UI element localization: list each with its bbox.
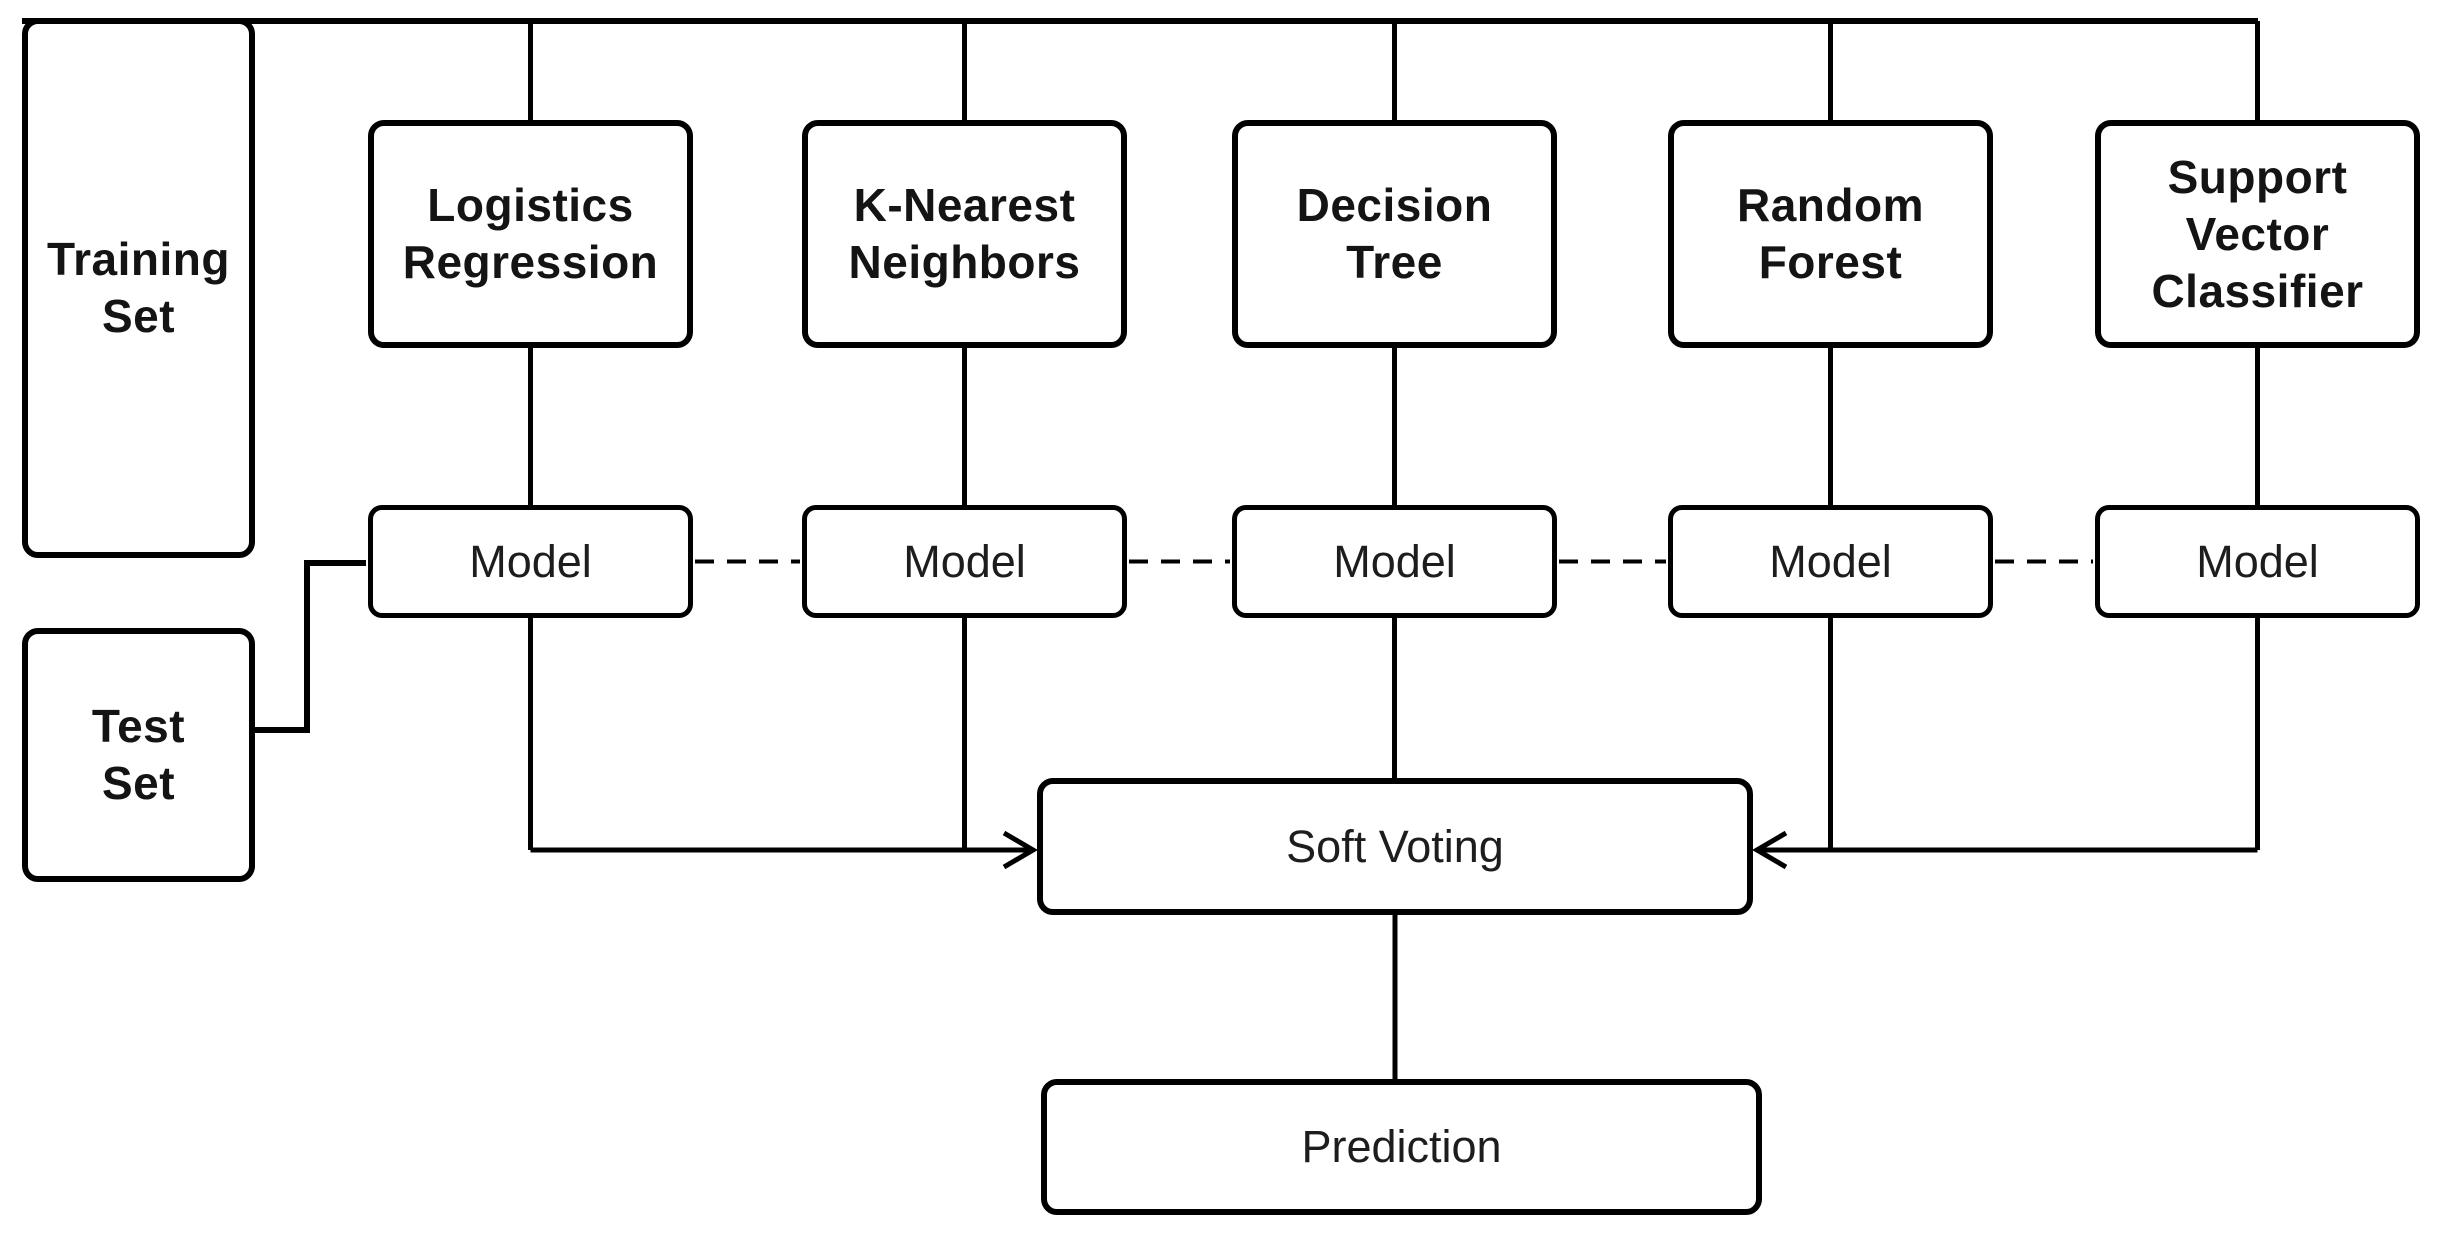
node-classifier-random-forest: Random Forest <box>1668 120 1993 348</box>
node-soft-voting: Soft Voting <box>1037 778 1753 915</box>
soft-voting-label: Soft Voting <box>1286 820 1504 872</box>
node-classifier-decision-tree: Decision Tree <box>1232 120 1557 348</box>
node-model-3: Model <box>1232 505 1557 618</box>
classifier-label-line: K-Nearest <box>853 179 1076 231</box>
training-set-label-line1: Training <box>47 233 230 285</box>
test-set-connector <box>253 560 366 733</box>
prediction-label: Prediction <box>1301 1121 1502 1172</box>
training-set-label-line2: Set <box>101 290 176 342</box>
classifier-label-line: Forest <box>1758 236 1903 288</box>
classifier-label-line: Regression <box>402 236 659 288</box>
model-label: Model <box>903 535 1026 587</box>
node-classifier-k-nearest-neighbors: K-Nearest Neighbors <box>802 120 1127 348</box>
classifier-label-line: Tree <box>1346 236 1443 288</box>
test-set-label-line1: Test <box>91 700 186 752</box>
test-set-label-line2: Set <box>101 757 176 809</box>
node-training-set: Training Set <box>22 18 255 558</box>
node-prediction: Prediction <box>1041 1079 1762 1215</box>
left-feeder-lines <box>528 616 1038 870</box>
node-model-1: Model <box>368 505 693 618</box>
arrowhead-left-icon <box>1752 830 1788 870</box>
node-test-set: Test Set <box>22 628 255 882</box>
classifier-label-line: Random <box>1737 179 1924 231</box>
arrowhead-right-icon <box>1002 830 1038 870</box>
model-label: Model <box>469 535 592 587</box>
classifier-label-line: Neighbors <box>848 236 1081 288</box>
right-feeder-lines <box>1752 616 2260 870</box>
node-model-2: Model <box>802 505 1127 618</box>
classifier-label-line: Classifier <box>2151 264 2364 317</box>
classifier-label-line: Decision <box>1296 179 1493 231</box>
node-classifier-support-vector-classifier: Support Vector Classifier <box>2095 120 2420 348</box>
classifier-model-connectors <box>528 346 2260 507</box>
classifier-label-line: Logistics <box>427 179 634 231</box>
node-model-4: Model <box>1668 505 1993 618</box>
model-label: Model <box>1333 535 1456 587</box>
node-classifier-logistics-regression: Logistics Regression <box>368 120 693 348</box>
model-label: Model <box>2196 535 2319 587</box>
top-distribution-line <box>22 18 2260 122</box>
classifier-label-line: Support Vector <box>2167 150 2348 260</box>
node-model-5: Model <box>2095 505 2420 618</box>
model-label: Model <box>1769 535 1892 587</box>
